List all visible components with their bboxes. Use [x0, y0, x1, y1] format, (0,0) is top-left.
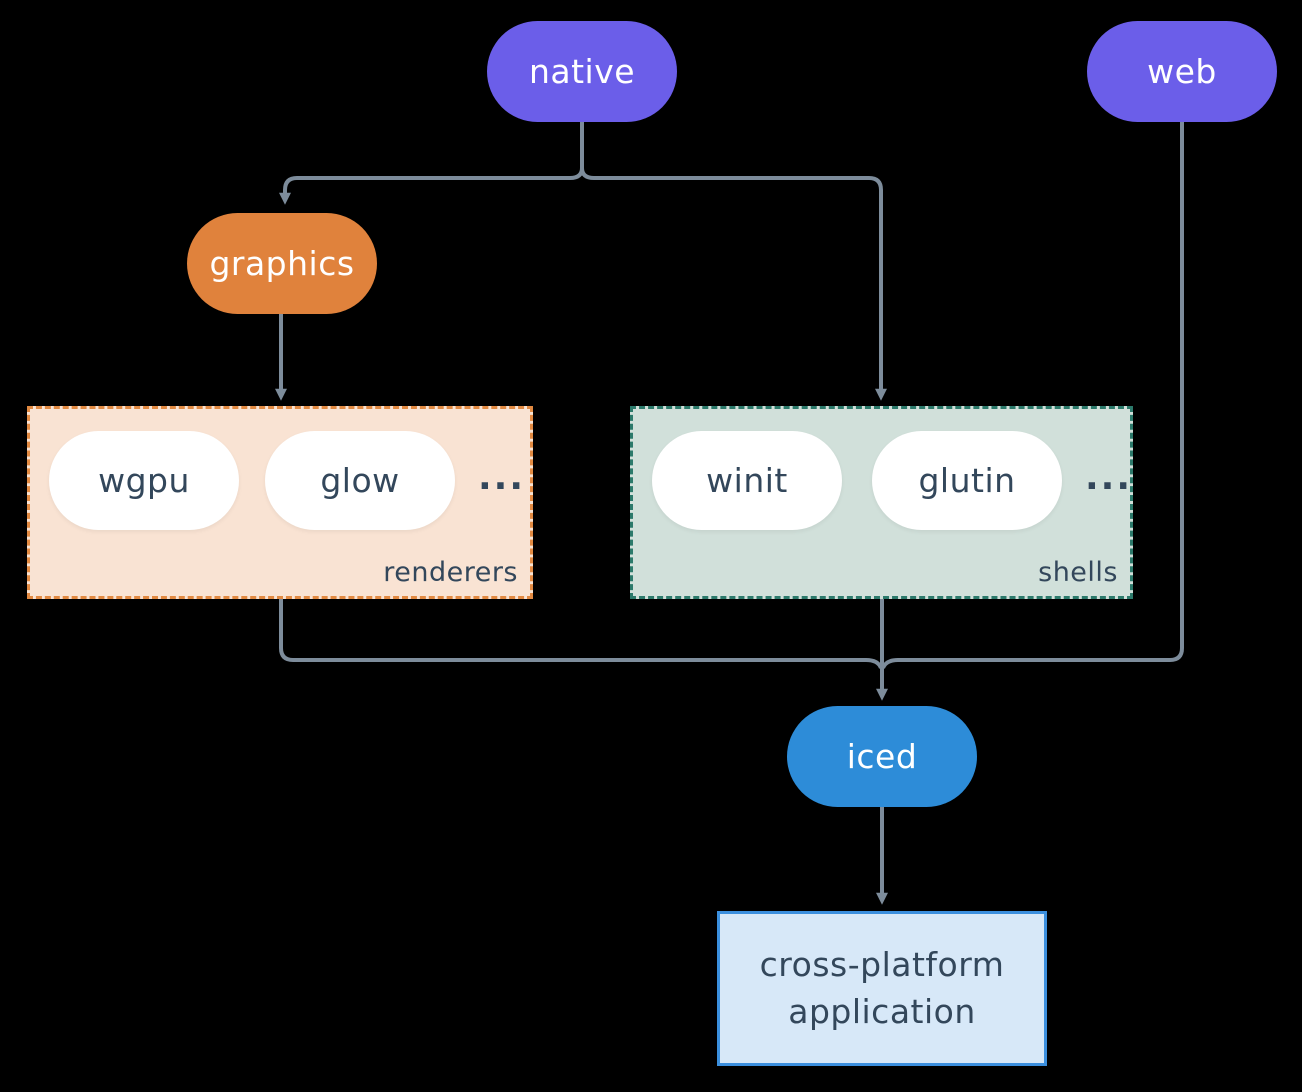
edge-native-graphics — [279, 122, 584, 205]
edge-web-iced — [881, 122, 1184, 669]
node-iced-label: iced — [846, 737, 918, 776]
application-label-line2: application — [788, 991, 976, 1031]
node-iced: iced — [787, 706, 977, 807]
renderers-group-label: renderers — [383, 557, 518, 588]
node-graphics: graphics — [187, 213, 377, 314]
edge-renderers-iced — [279, 599, 883, 669]
shells-ellipsis: ... — [1085, 457, 1133, 498]
node-glow: glow — [265, 431, 455, 530]
node-wgpu-label: wgpu — [98, 461, 190, 500]
shells-group-label: shells — [1038, 557, 1118, 588]
node-winit-label: winit — [706, 461, 788, 500]
node-glutin-label: glutin — [918, 461, 1016, 500]
node-web: web — [1087, 21, 1277, 122]
node-cross-platform-application: cross-platform application — [717, 911, 1047, 1066]
renderers-ellipsis: ... — [478, 457, 526, 498]
group-renderers: wgpu glow ... renderers — [27, 406, 533, 599]
node-native: native — [487, 21, 677, 122]
node-glow-label: glow — [320, 461, 400, 500]
group-shells: winit glutin ... shells — [630, 406, 1133, 599]
node-glutin: glutin — [872, 431, 1062, 530]
node-native-label: native — [528, 52, 636, 91]
application-label-line1: cross-platform — [759, 944, 1005, 984]
node-winit: winit — [652, 431, 842, 530]
node-graphics-label: graphics — [209, 244, 355, 283]
node-wgpu: wgpu — [49, 431, 239, 530]
edge-native-shells — [580, 122, 887, 401]
node-web-label: web — [1147, 52, 1217, 91]
